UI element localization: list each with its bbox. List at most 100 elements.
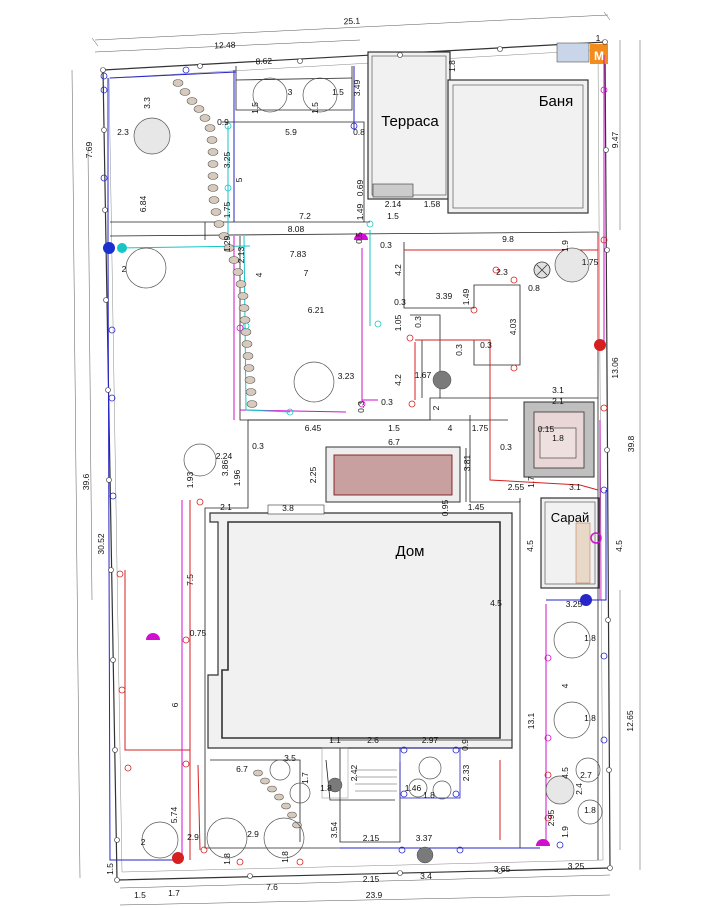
dimension-label: 0.95 (440, 499, 450, 516)
dimension-label: 8.08 (288, 224, 305, 234)
dimension-label: 7.5 (185, 574, 195, 586)
dimension-label: 4.5 (614, 540, 624, 552)
dimension-label: 9.8 (502, 234, 514, 244)
dimension-label: 1.46 (405, 783, 422, 793)
dimension-label: 1.49 (355, 203, 365, 220)
dimension-label: 0.9 (217, 117, 229, 127)
dimension-label: 1.5 (387, 211, 399, 221)
dimension-label: 2.24 (216, 451, 233, 461)
dimension-label: 3.3 (142, 97, 152, 109)
patio (325, 446, 461, 503)
planters (321, 747, 461, 799)
dimension-label: 0.8 (353, 127, 365, 137)
dimension-label: 0.3 (380, 240, 392, 250)
shed-label: Сарай (551, 510, 590, 525)
dimension-label: 6.7 (388, 437, 400, 447)
dimension-label: 2.95 (546, 809, 556, 826)
dimension-label: 1.9 (560, 240, 570, 252)
dimension-label: 1.1 (329, 735, 341, 745)
dimension-label: 7 (304, 268, 309, 278)
bath-label: Баня (539, 93, 574, 110)
dimension-label: 6.45 (305, 423, 322, 433)
dimension-label: 2.6 (367, 735, 379, 745)
dimension-label: 1.96 (232, 469, 242, 486)
bath-building (447, 79, 589, 214)
dimension-label: 1.7 (526, 476, 536, 488)
dimension-label: 6.84 (138, 195, 148, 212)
dimension-label: 3.39 (436, 291, 453, 301)
outer-dimension-lines (71, 11, 641, 906)
tree-icon (125, 77, 603, 859)
dimension-label: 1.8 (222, 853, 232, 865)
dimension-label: 1.8 (447, 60, 457, 72)
house-label: Дом (396, 543, 425, 560)
dimension-label: 1.5 (134, 890, 146, 900)
dimension-label: 2.33 (461, 764, 471, 781)
dimension-label: 3.25 (566, 599, 583, 609)
dimension-label: 13.1 (526, 712, 536, 729)
dimension-label: 0.15 (538, 424, 555, 434)
dimension-label: 1.8 (584, 713, 596, 723)
dimension-label: 4.2 (393, 264, 403, 276)
dimension-label: 3.5 (284, 753, 296, 763)
dimension-label: 2.13 (236, 246, 246, 263)
dimension-label: 1.5 (250, 102, 260, 114)
dimension-label: 4 (560, 683, 570, 688)
dimension-label: 0.8 (528, 283, 540, 293)
dimension-label: 2.15 (363, 833, 380, 843)
dimension-label: 2 (431, 405, 441, 410)
dimension-label: 4.2 (393, 374, 403, 386)
dimension-label: 3 (288, 87, 293, 97)
dimension-label: 0.3 (394, 297, 406, 307)
meter-label: М (594, 49, 604, 63)
dimension-label: 5 (234, 177, 244, 182)
dimension-label: 7.69 (84, 141, 94, 158)
dimension-label: 1.67 (415, 370, 432, 380)
dimension-label: 5.9 (285, 127, 297, 137)
dimension-label: 3.49 (352, 79, 362, 96)
dimension-label: 0.3 (252, 441, 264, 451)
dimension-label: 1.7 (168, 888, 180, 898)
dimension-label: 1.8 (280, 851, 290, 863)
dimension-label: 2.7 (580, 770, 592, 780)
dimension-label: 4.03 (508, 318, 518, 335)
dimension-label: 1.5 (310, 102, 320, 114)
dimension-label: 3.81 (462, 454, 472, 471)
dimension-label: 0.75 (190, 628, 207, 638)
dimension-label: 2.25 (308, 466, 318, 483)
dimension-label: 6 (170, 702, 180, 707)
dimension-label: 1.49 (461, 288, 471, 305)
dimension-label: 4.5 (560, 767, 570, 779)
dimension-label: 7.6 (266, 882, 278, 892)
dimension-label: 0.3 (480, 340, 492, 350)
lamp-icon (146, 233, 602, 846)
meter-number: 1 (596, 33, 601, 43)
dimension-label: 3.86 (220, 459, 230, 476)
dimension-label: 3.25 (568, 861, 585, 871)
dimension-label: 3.4 (420, 871, 432, 881)
dimension-label: 3.65 (494, 864, 511, 874)
dimension-label: 1.8 (552, 433, 564, 443)
dimension-label: 1.5 (105, 863, 115, 875)
dimension-label: 2.3 (117, 127, 129, 137)
dimension-label: 4.5 (525, 540, 535, 552)
dimension-label: 1.8 (423, 790, 435, 800)
house-building (207, 504, 513, 749)
dimension-label: 3.54 (329, 821, 339, 838)
dimension-label: 23.9 (366, 890, 383, 900)
dimension-label: 0.69 (355, 179, 365, 196)
dimension-label: 39.8 (626, 435, 636, 452)
sauna-square (523, 401, 595, 478)
dimension-label: 7.83 (290, 249, 307, 259)
water-line (107, 66, 607, 861)
dimension-label: 1.8 (320, 783, 332, 793)
dimension-label: 0.5 (354, 232, 364, 244)
dimension-label: 1.8 (584, 633, 596, 643)
dimension-label: 1.7 (300, 772, 310, 784)
dimension-label: 1.5 (388, 423, 400, 433)
dimension-label: 1.45 (468, 502, 485, 512)
dimension-label: 2.42 (349, 764, 359, 781)
dimension-label: 12.48 (214, 39, 236, 50)
dimension-label: 12.65 (625, 710, 635, 732)
dimension-label: 1.05 (393, 314, 403, 331)
